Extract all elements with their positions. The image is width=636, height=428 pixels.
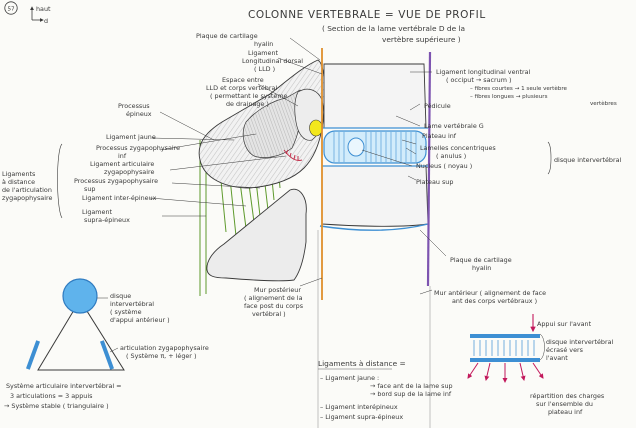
anterior-wall-line [426,51,432,287]
label-proc-zyg-sup-1: Processus zygapophysaire [74,177,158,185]
lig-dist-2: → face ant de la lame sup [370,382,453,390]
label-lig-distance-1: Ligaments [2,170,36,178]
ligaments-distance-bracket [57,143,63,219]
lig-dist-1: – Ligament jaune : [320,374,379,382]
triangle-stability-schema [25,278,125,371]
page-number-badge: 57 [4,1,18,15]
label-disque-box-3: l'avant [546,354,568,362]
label-ligament-jaune: Ligament jaune [106,133,156,141]
title-line-2: ( Section de la lame vertébrale D de la [322,24,465,33]
label-systeme-3: → Système stable ( triangulaire ) [4,402,109,410]
articular-process [242,89,302,158]
label-systeme-1: Système articulaire intervertébral = [6,382,122,390]
zygapophyseal-joint-capsule [283,149,303,161]
label-lig-supraepineux-1: Ligament [82,208,113,216]
label-tri-disque-2: intervertébral [110,300,154,308]
label-llv-5: vertèbres [590,100,617,107]
upper-vertebral-body [323,63,427,129]
label-espace-4: de drainage ) [226,100,269,108]
label-mur-posterieur-4: vertébral ) [252,310,286,318]
label-tri-disque-3: ( système [110,308,142,316]
label-mur-posterieur-1: Mur postérieur [254,286,301,294]
orientation-right-label: d [44,17,48,25]
label-lig-distance-2: à distance [2,178,35,186]
label-processus-epineux-2: épineux [126,110,152,118]
label-mur-anterieur-2: ant des corps vertébraux ) [452,297,537,305]
label-llv-2: ( occiput → sacrum ) [446,76,511,84]
leader-lines [149,37,447,295]
label-lig-articulaire-2: zygapophysaire [104,168,154,176]
label-tri-disque-1: disque [110,292,131,300]
label-espace-1: Espace entre [222,76,264,84]
articulation-bar-right [99,340,115,370]
articulation-bar-left [25,340,41,370]
lig-dist-5: – Ligament supra-épineux [320,413,403,421]
label-disque-intervertebral: disque intervertébral [554,156,622,164]
label-lig-distance-4: zygapophysaire [2,194,52,202]
label-lld-1: Ligament [248,49,279,57]
label-proc-zyg-inf-2: inf [118,152,127,160]
label-lld-3: ( LLD ) [254,65,275,73]
label-nucleus: Nucleus ( noyau ) [416,162,472,170]
label-llv-1: Ligament longitudinal ventral [436,68,531,76]
label-lig-supraepineux-2: supra-épineux [84,216,130,224]
label-plaque-cartilage-top-2: hyalin [254,40,273,48]
orientation-up-label: haut [36,5,51,13]
label-repartition-1: répartition des charges [530,392,605,400]
lig-dist-3: → bord sup de la lame inf [370,390,452,398]
label-plaque-cartilage-bottom-1: Plaque de cartilage [450,256,512,264]
label-mur-posterieur-2: ( alignement de la [244,294,303,302]
label-lamelles-2: ( anulus ) [436,152,466,160]
label-plateau-sup: Plateau sup [416,178,453,186]
label-lig-articulaire-1: Ligament articulaire [90,160,154,168]
label-lame-vertebrale: Lame vertébrale G [424,122,484,130]
label-tri-articulation-2: ( Système π, + léger ) [126,352,196,360]
label-mur-anterieur-1: Mur antérieur ( alignement de face [434,289,546,297]
page-number: 57 [7,7,15,13]
label-plaque-cartilage-top-1: Plaque de cartilage [196,32,258,40]
label-proc-zyg-inf-1: Processus zygapophysaire [96,144,180,152]
label-disque-box-2: écrasé vers [546,346,584,354]
label-llv-3: – fibres courtes → 1 seule vertèbre [470,85,568,92]
page-title: COLONNE VERTEBRALE = VUE DE PROFIL ( Sec… [248,9,486,44]
lig-dist-title: Ligaments à distance = [318,359,406,368]
label-processus-epineux-1: Processus [118,102,150,110]
orientation-indicator: haut d [30,5,51,25]
label-repartition-3: plateau inf [548,408,583,416]
disc-circle [62,278,98,314]
label-plaque-cartilage-bottom-2: hyalin [472,264,491,272]
label-llv-4: – fibres longues → plusieurs [470,94,548,100]
label-tri-disque-4: d'appui antérieur ) [110,316,170,324]
load-distribution-arrows [467,362,544,383]
label-plateau-inf: Plateau inf [422,132,457,140]
title-line-3: vertèbre supérieure ) [382,35,461,44]
intervertebral-disc [323,130,427,164]
label-lig-interepineux: Ligament inter-épineux [82,194,157,202]
label-mur-posterieur-3: face post du corps [244,302,304,310]
label-tri-articulation-1: articulation zygapophysaire [120,344,209,352]
label-repartition-2: sur l'ensemble du [536,400,593,408]
nucleus-pulposus [347,137,365,157]
label-proc-zyg-sup-2: sup [84,185,95,193]
lower-vertebral-body [321,165,429,227]
spinal-canal-marrow [309,119,323,137]
label-lamelles-1: Lamelles concentriques [420,144,496,152]
label-appui-avant: Appui sur l'avant [537,320,592,328]
lower-spinous-process [206,188,307,282]
label-disque-box-1: disque intervertébral [546,338,614,346]
label-pedicule: Pédicule [424,102,451,110]
label-espace-2: LLD et corps vertébral [206,84,277,92]
label-lig-distance-3: de l'articulation [2,186,52,194]
title-line-1: COLONNE VERTEBRALE = VUE DE PROFIL [248,9,486,21]
disc-bracket [547,141,552,175]
label-systeme-2: 3 articulations = 3 appuis [10,392,93,400]
disc-load-schema [467,314,545,383]
ligaments-distance-list: Ligaments à distance = – Ligament jaune … [318,359,453,421]
label-lld-2: Longitudinal dorsal [242,57,303,65]
lower-endplate-hyalin [319,223,429,231]
lig-dist-4: – Ligament interépineux [320,403,398,411]
label-espace-3: ( permettant le système [210,92,288,100]
